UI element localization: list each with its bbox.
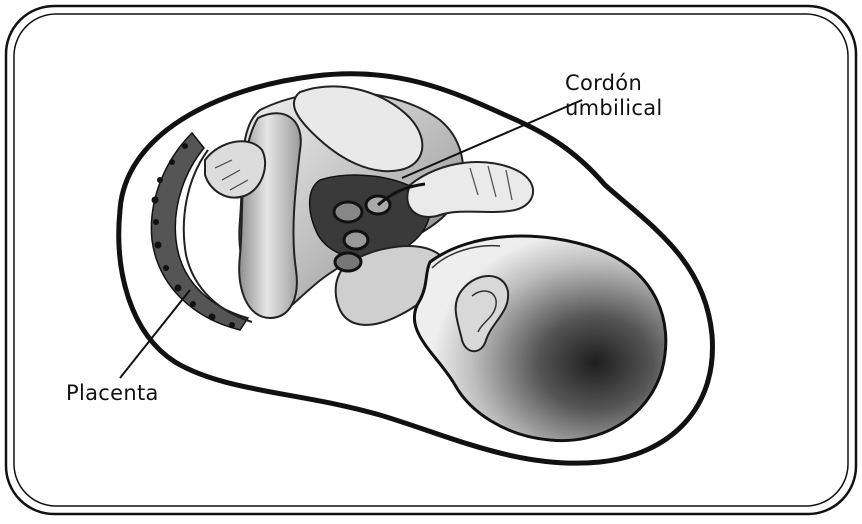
label-cordon-line2: umbilical <box>565 96 663 121</box>
fetus-head <box>414 236 665 441</box>
label-placenta: Placenta <box>66 381 159 406</box>
fetus-foot <box>205 141 265 197</box>
label-cordon-line1: Cordón <box>565 71 663 96</box>
label-cordon-umbilical: Cordón umbilical <box>565 71 663 121</box>
